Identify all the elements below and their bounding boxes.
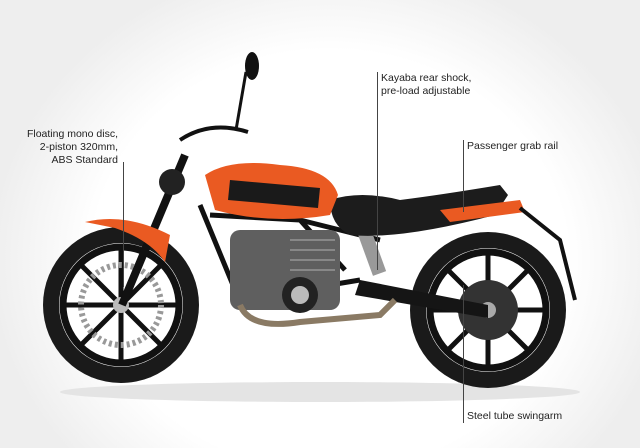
handlebar xyxy=(178,125,249,142)
front-brake-leader-line xyxy=(123,162,124,287)
plate-holder xyxy=(518,206,577,301)
front-fender xyxy=(85,218,170,262)
swingarm xyxy=(355,280,488,318)
rear-shock xyxy=(355,224,387,276)
mirror xyxy=(245,52,259,80)
headlight xyxy=(159,169,185,195)
brake-disc xyxy=(78,262,164,348)
rear-fender xyxy=(440,200,525,222)
tank-stripe xyxy=(228,180,320,208)
swingarm-annotation: Steel tube swingarm xyxy=(467,410,563,422)
exhaust xyxy=(237,297,398,327)
rear-shock-annotation: Kayaba rear shock, pre-load adjustable xyxy=(381,72,471,98)
annotation-line: Floating mono disc, xyxy=(26,128,118,140)
annotation-line: 2-piston 320mm, xyxy=(39,141,118,153)
ground-shadow xyxy=(60,382,580,402)
front-brake-annotation: Floating mono disc, 2-piston 320mm, ABS … xyxy=(27,128,118,167)
annotation-line: ABS Standard xyxy=(51,154,118,166)
swingarm-leader-line xyxy=(463,285,464,423)
grab-rail-annotation: Passenger grab rail xyxy=(467,140,559,152)
annotation-line: Kayaba rear shock, xyxy=(381,72,472,84)
grab-rail-leader-line xyxy=(463,140,464,212)
rear-shock-leader-line xyxy=(377,72,378,270)
front-wheel xyxy=(43,227,199,383)
annotation-line: pre-load adjustable xyxy=(381,85,471,97)
